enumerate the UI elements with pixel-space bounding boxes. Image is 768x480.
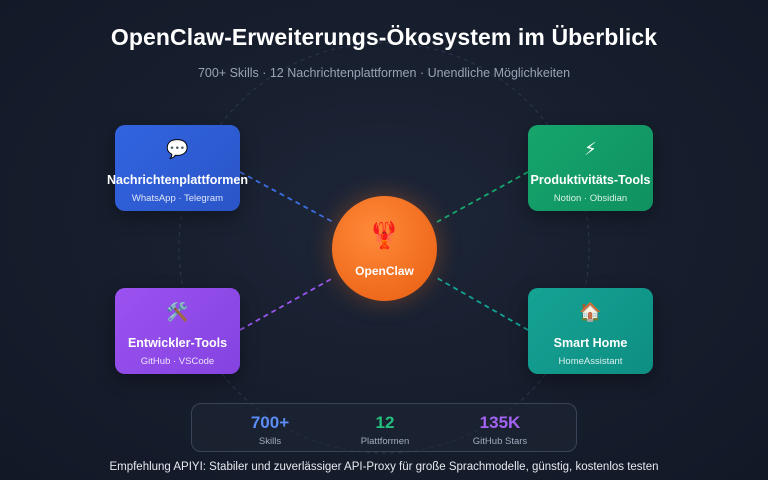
page-title: OpenClaw-Erweiterungs-Ökosystem im Überb… [110, 24, 658, 50]
connector-messaging [239, 171, 334, 223]
card-description: GitHub · VSCode [140, 356, 215, 367]
card-title: Nachrichtenplattformen [107, 173, 248, 187]
house-icon: 🏠 [579, 302, 602, 322]
stat-skills: 700+ Skills [215, 413, 325, 448]
page-subtitle: 700+ Skills · 12 Nachrichtenplattformen … [197, 66, 571, 80]
hub-openclaw: 🦞 OpenClaw [332, 196, 437, 301]
footer-recommendation: Empfehlung APIYI: Stabiler und zuverläss… [109, 461, 659, 473]
card-description: HomeAssistant [558, 356, 623, 367]
card-productivity-tools: ⚡ Produktivitäts-Tools Notion · Obsidian [528, 125, 653, 211]
stats-panel: 700+ Skills 12 Plattformen 135K GitHub S… [191, 403, 577, 452]
connector-developer [239, 277, 334, 331]
stat-platforms: 12 Plattformen [330, 413, 440, 448]
hub-label: OpenClaw [355, 263, 414, 278]
stat-value: 700+ [250, 413, 290, 432]
card-messaging-platforms: 💬 Nachrichtenplattformen WhatsApp · Tele… [107, 125, 248, 211]
card-developer-tools: 🛠️ Entwickler-Tools GitHub · VSCode [115, 288, 240, 374]
connector-productivity [436, 171, 529, 223]
tools-icon: 🛠️ [166, 302, 189, 322]
card-description: WhatsApp · Telegram [131, 193, 224, 204]
stat-label: Plattformen [360, 436, 410, 447]
card-title: Produktivitäts-Tools [530, 173, 651, 187]
stat-value: 12 [375, 413, 395, 432]
stat-value: 135K [479, 413, 521, 432]
card-title: Smart Home [553, 336, 628, 350]
connector-smart-home [436, 277, 529, 331]
orbit-ring [178, 42, 590, 454]
lightning-icon: ⚡ [584, 139, 597, 159]
lobster-icon: 🦞 [368, 219, 401, 250]
stat-github-stars: 135K GitHub Stars [445, 413, 555, 448]
card-title: Entwickler-Tools [127, 336, 228, 350]
stat-label: GitHub Stars [472, 436, 528, 447]
stat-label: Skills [258, 436, 282, 447]
card-description: Notion · Obsidian [553, 193, 628, 204]
speech-bubble-icon: 💬 [166, 139, 189, 159]
card-smart-home: 🏠 Smart Home HomeAssistant [528, 288, 653, 374]
